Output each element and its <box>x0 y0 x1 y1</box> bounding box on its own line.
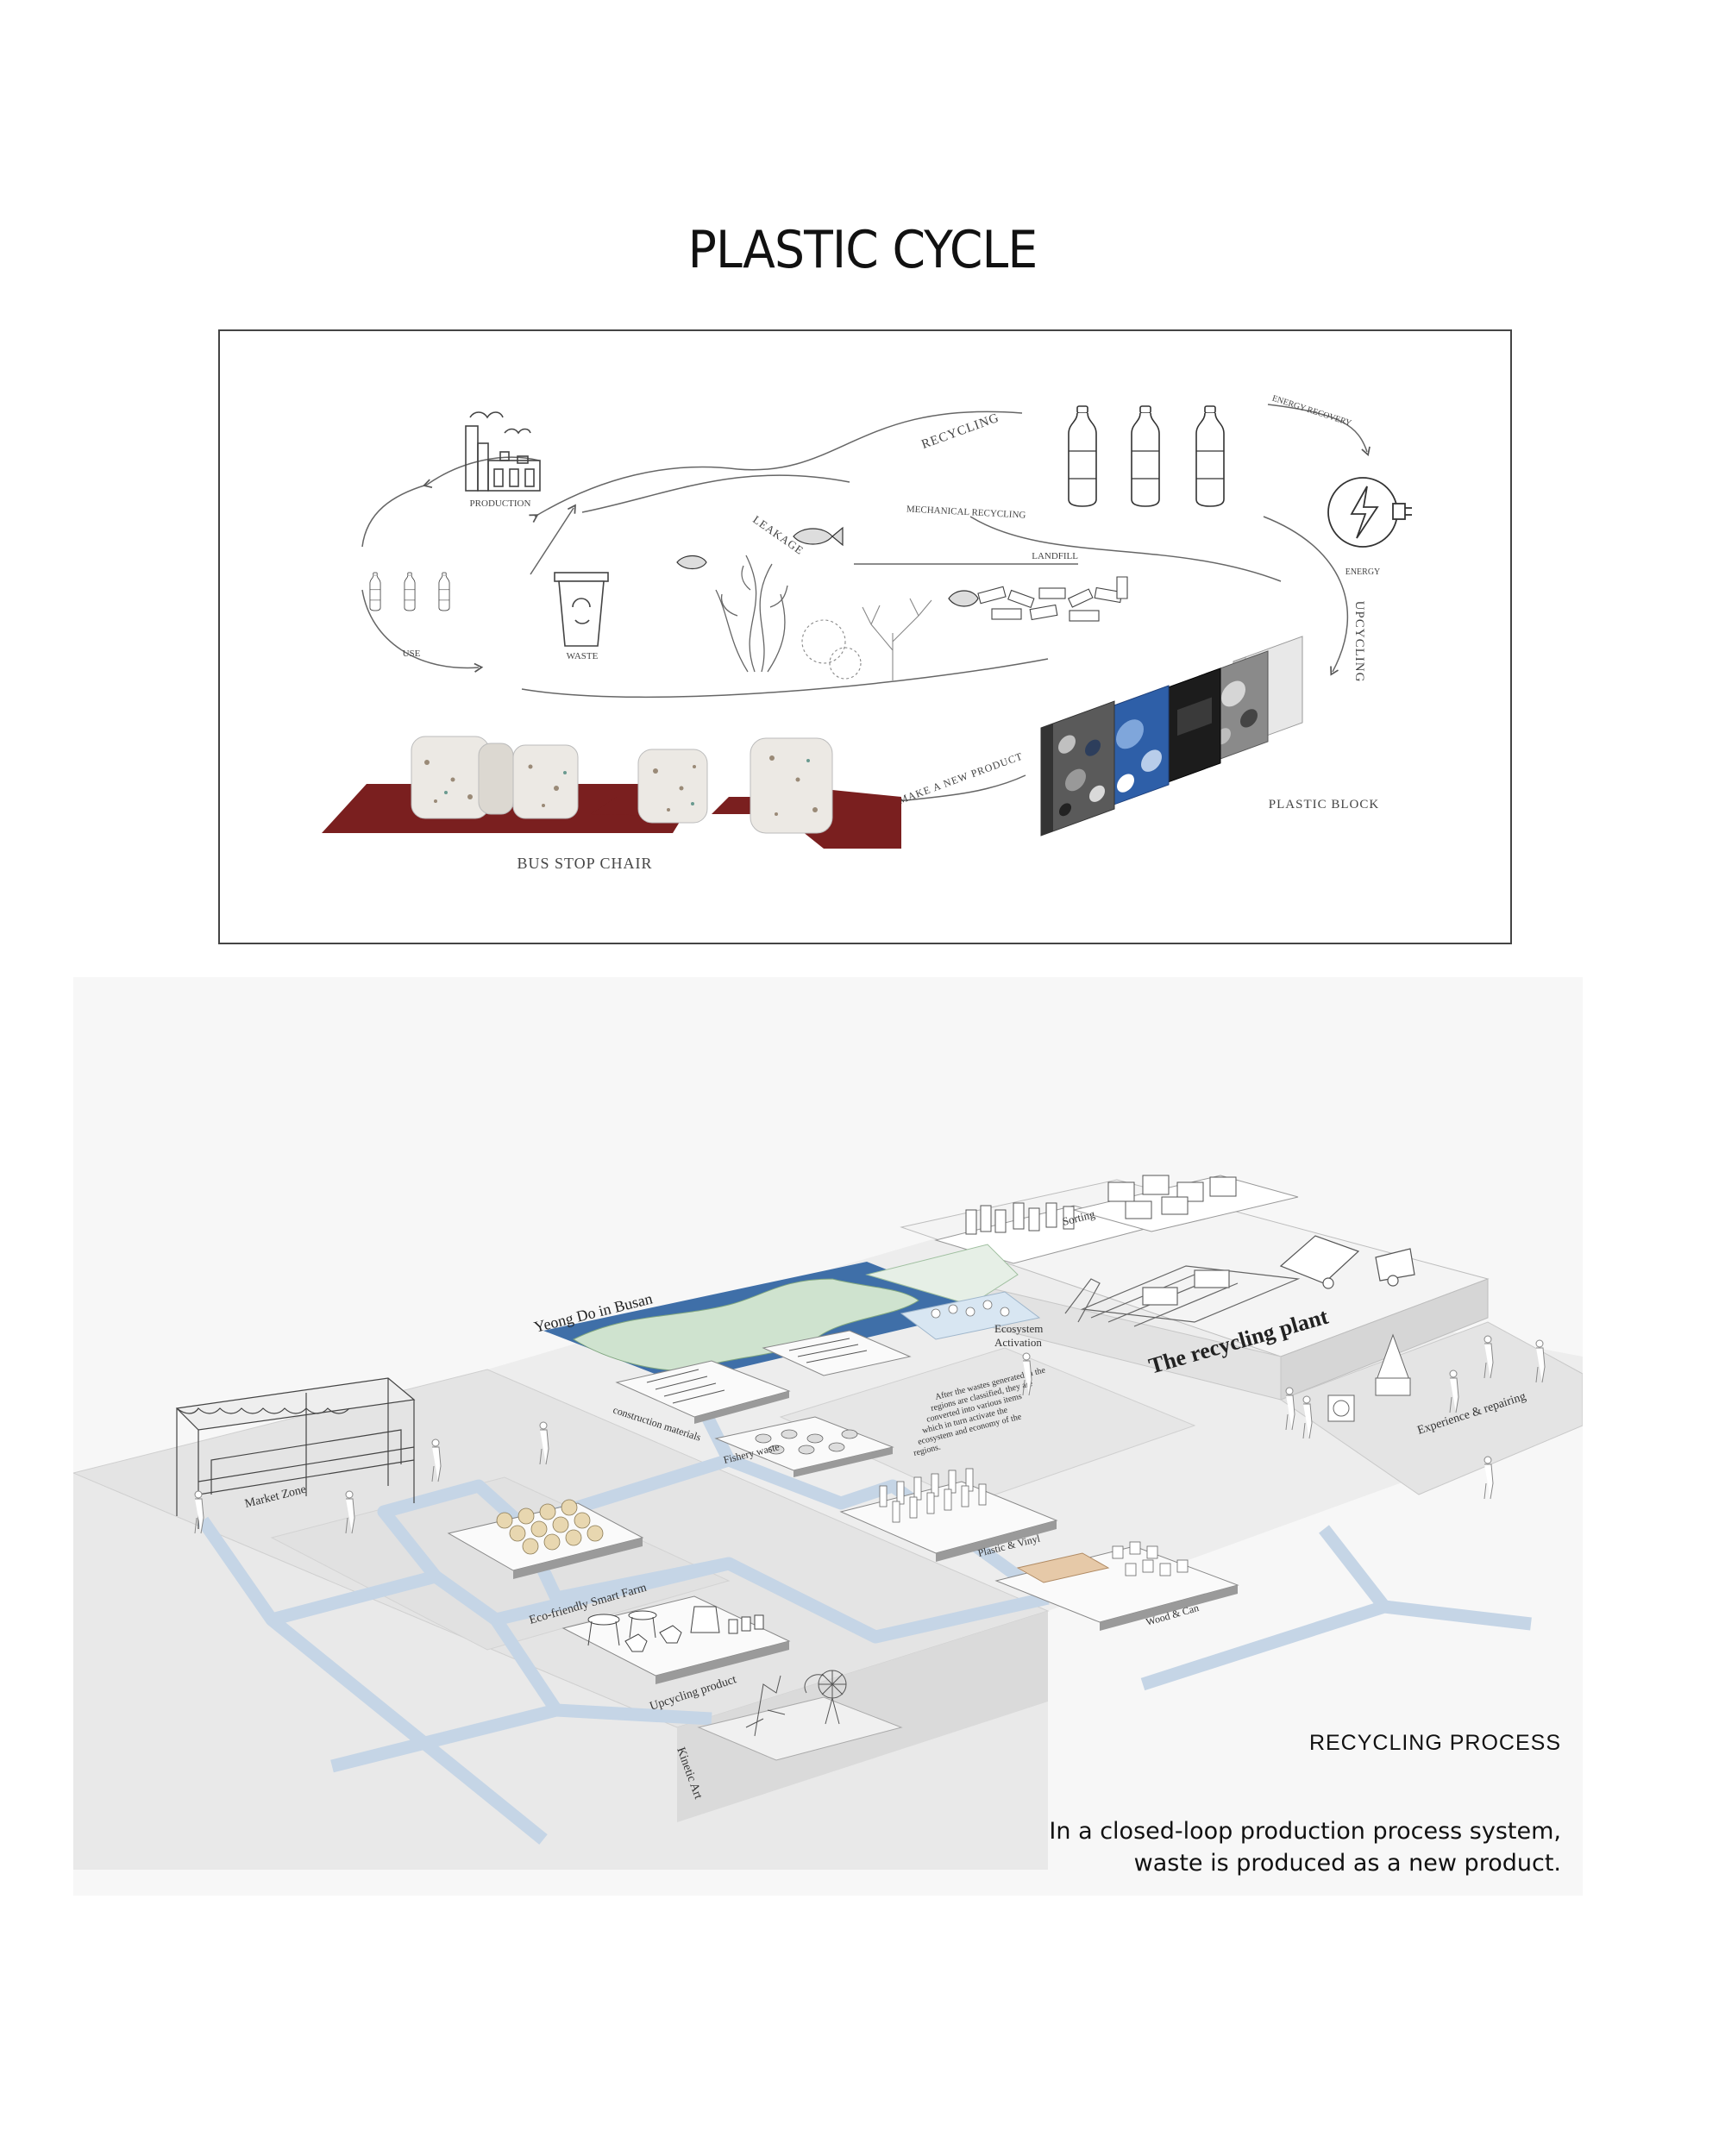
upcycling-product-pad <box>561 1595 791 1684</box>
plastic-cycle-diagram: PRODUCTION USE WASTE LEAKAGE <box>218 329 1512 944</box>
repair-shop-icon <box>1327 1333 1411 1422</box>
label-ecosystem-activation-1: Ecosystem <box>994 1322 1043 1335</box>
recycle-bin-icon <box>554 572 609 647</box>
market-stalls-icon <box>175 1377 416 1529</box>
recycling-process-isometric: Sorting The recycling plant Experience &… <box>73 977 1583 1896</box>
kinetic-art-pad <box>697 1670 903 1761</box>
energy-plug-icon <box>1327 477 1412 548</box>
conveyor-machinery-icon <box>1064 1265 1301 1327</box>
yeong-do-map <box>543 1244 1019 1382</box>
sorting-machines-icon <box>965 1175 1237 1235</box>
recycling-process-title: RECYCLING PROCESS <box>1308 1731 1561 1755</box>
bus-stop-chairs-icon <box>322 736 901 849</box>
label-upcycling: UPCYCLING <box>1352 601 1366 683</box>
label-energy: ENERGY <box>1346 567 1381 577</box>
fishery-waste-pad <box>714 1416 894 1477</box>
people-figures <box>194 1335 1546 1534</box>
truck-icon <box>1279 1235 1415 1289</box>
fish-icon <box>676 526 979 607</box>
smart-farm-pad <box>447 1499 644 1579</box>
ecosystem-pool-icon <box>900 1291 1041 1340</box>
label-energy-recovery: ENERGY RECOVERY <box>1270 394 1352 429</box>
label-bus-stop-chair: BUS STOP CHAIR <box>517 855 652 872</box>
description-line-1: In a closed-loop production process syst… <box>1049 1818 1561 1845</box>
coral-icon <box>801 598 932 680</box>
factory-icon <box>465 411 541 492</box>
recycling-plant-plateau <box>900 1175 1583 1495</box>
label-production: PRODUCTION <box>470 498 531 509</box>
construction-materials-pad <box>615 1360 791 1424</box>
label-use: USE <box>403 649 421 659</box>
label-recycling: RECYCLING <box>919 411 1001 452</box>
label-mechanical-recycling: MECHANICAL RECYCLING <box>906 504 1026 520</box>
label-make-new-product: MAKE A NEW PRODUCT <box>896 750 1024 806</box>
landfill-debris-icon <box>977 576 1128 622</box>
label-plastic-block: PLASTIC BLOCK <box>1269 798 1379 812</box>
label-ecosystem-activation-2: Activation <box>994 1336 1042 1349</box>
plastic-vinyl-pad <box>839 1468 1058 1562</box>
page-title: PLASTIC CYCLE <box>687 220 1038 280</box>
recycled-bottles-icon <box>1068 405 1225 507</box>
recycling-process-description: In a closed-loop production process syst… <box>871 1815 1561 1879</box>
storage-racks-pad <box>762 1330 912 1376</box>
seaweed-icon <box>715 555 788 673</box>
plastic-blocks-icon <box>1040 636 1303 837</box>
label-landfill: LANDFILL <box>1032 551 1078 561</box>
description-line-2: waste is produced as a new product. <box>1133 1850 1561 1877</box>
use-bottles-icon <box>369 572 450 611</box>
label-waste: WASTE <box>567 651 599 661</box>
wood-can-pad <box>994 1541 1239 1631</box>
